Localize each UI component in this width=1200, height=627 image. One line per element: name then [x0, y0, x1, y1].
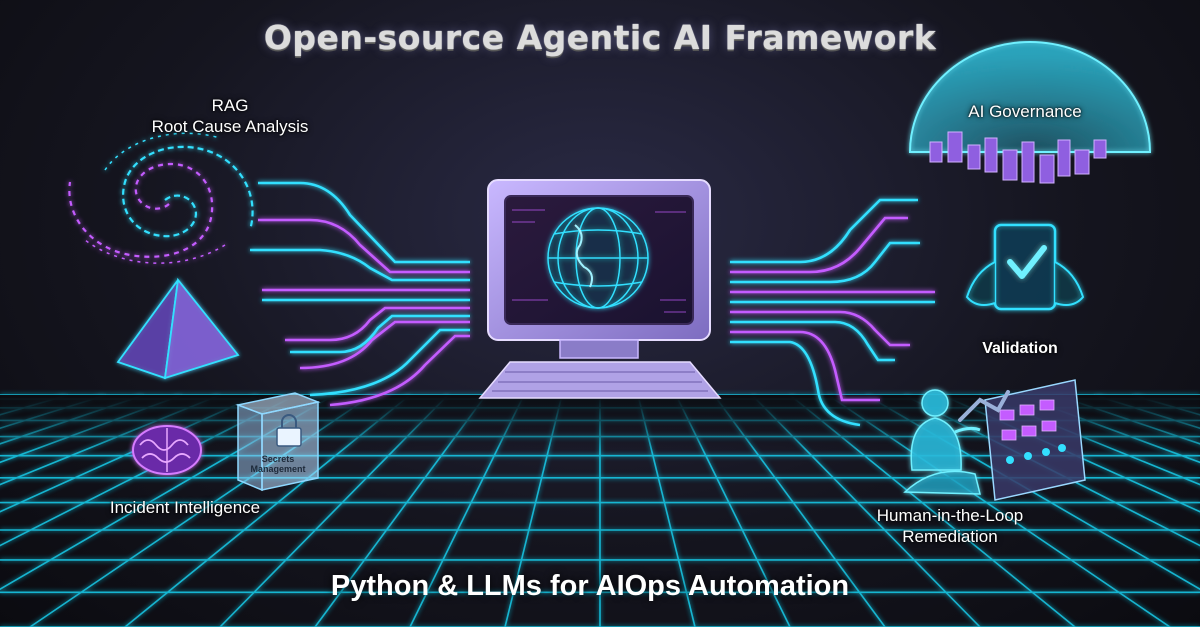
page-title: Open-source Agentic AI Framework [263, 18, 937, 57]
governance-label: AI Governance [968, 102, 1082, 121]
brain-icon [132, 425, 202, 475]
governance-dome-icon [908, 41, 1152, 184]
validation-label: Validation [982, 340, 1058, 357]
padlock-box-icon [235, 392, 321, 492]
box-label-line1: Secrets [261, 454, 295, 464]
computer-globe-icon [478, 179, 722, 399]
pyramid-icon [116, 277, 240, 380]
rag-label: RAG Root Cause Analysis [120, 95, 340, 137]
incident-intelligence-label: Incident Intelligence [109, 498, 261, 517]
hitl-label-line1: Human-in-the-Loop [876, 506, 1024, 525]
box-label-line2: Management [250, 464, 306, 474]
spiral-galaxy-icon [68, 132, 254, 264]
rag-label-line2: Root Cause Analysis [151, 117, 309, 136]
hitl-label-line2: Remediation [902, 527, 998, 546]
tablet-check-icon [965, 223, 1085, 311]
operator-console-icon [903, 379, 1086, 501]
hitl-label: Human-in-the-Loop Remediation [835, 505, 1065, 547]
secrets-box-label: Secrets Management [228, 454, 328, 474]
right-circuit-traces [730, 198, 935, 427]
left-circuit-traces [250, 181, 470, 407]
subtitle: Python & LLMs for AIOps Automation [330, 570, 850, 602]
rag-label-line1: RAG [211, 96, 249, 115]
